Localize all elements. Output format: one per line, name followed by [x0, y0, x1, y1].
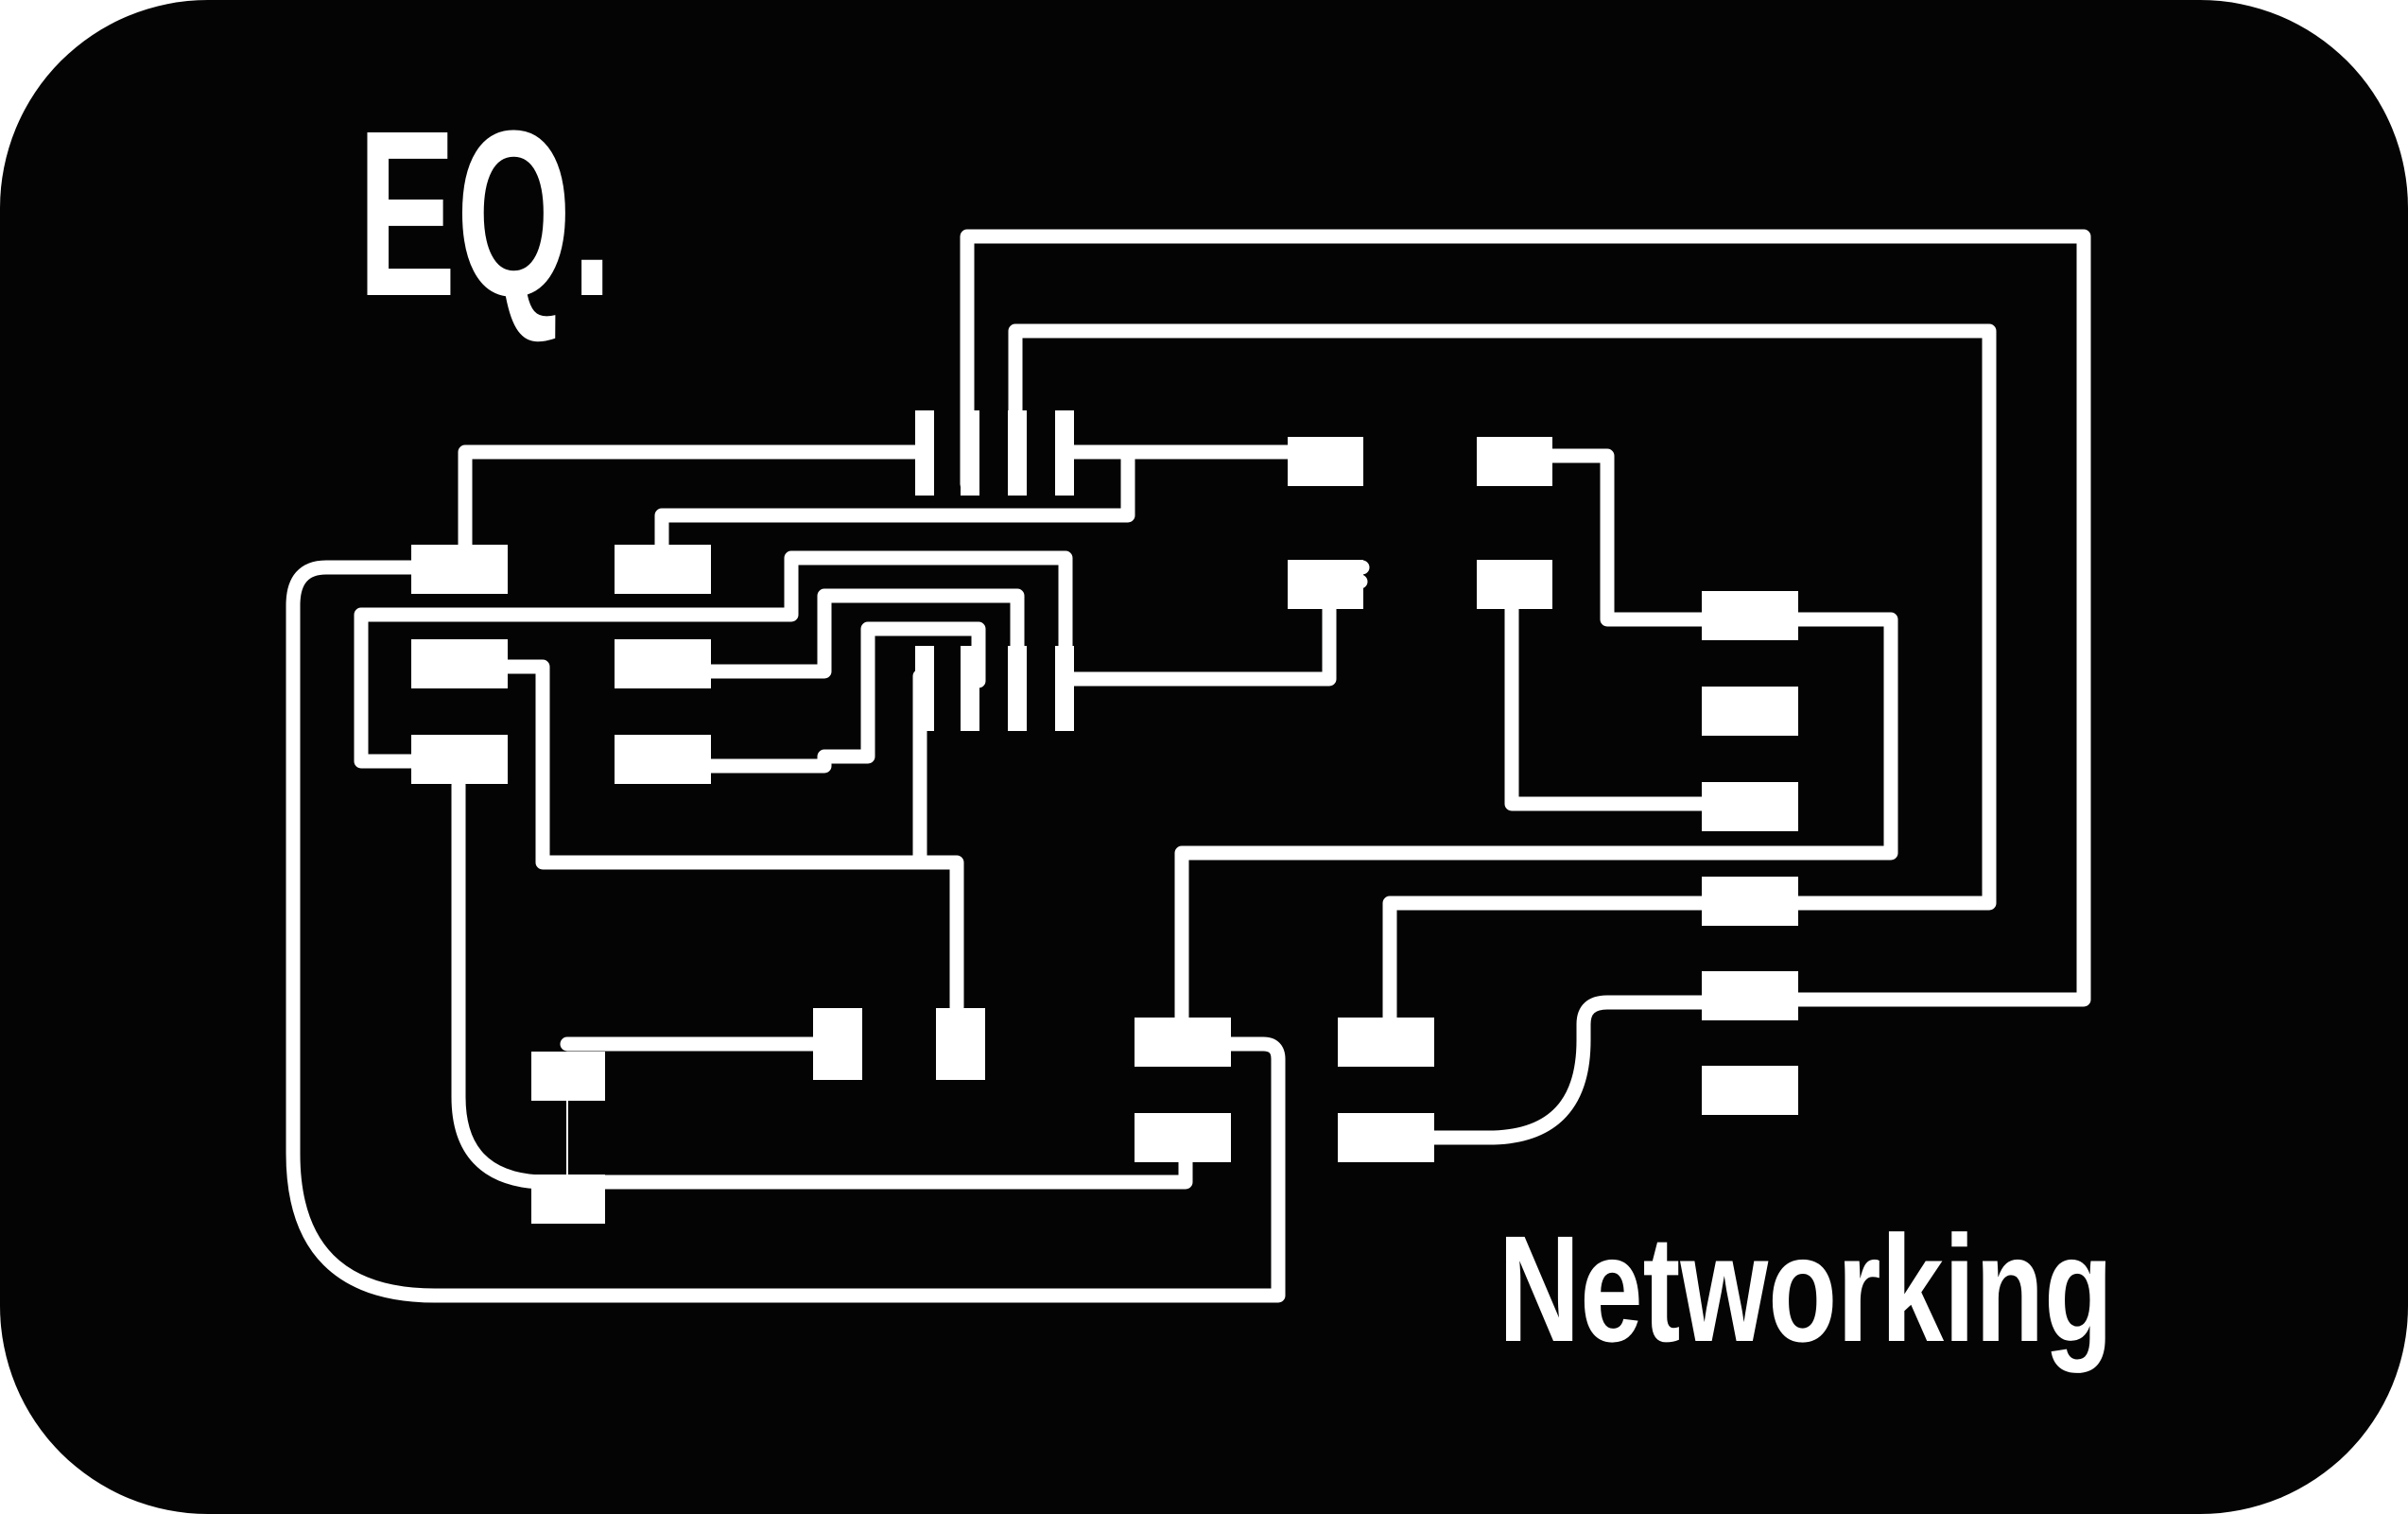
- pad: [961, 410, 979, 496]
- trace: [1425, 995, 1709, 1145]
- pad: [1135, 1018, 1231, 1067]
- pad: [1702, 971, 1798, 1020]
- pad: [1702, 687, 1798, 736]
- pad: [1702, 1066, 1798, 1115]
- pad: [531, 1052, 605, 1101]
- pad: [615, 735, 711, 784]
- pad: [813, 1008, 862, 1080]
- trace: [286, 560, 1286, 1303]
- trace: [960, 229, 2091, 1007]
- pad: [936, 1008, 985, 1080]
- pad: [411, 735, 508, 784]
- trace: [354, 550, 1073, 769]
- trace: [1382, 896, 1709, 1029]
- pad: [1702, 591, 1798, 640]
- pad: [915, 410, 934, 496]
- board-title: EQ.: [357, 81, 613, 345]
- trace: [1174, 612, 1898, 1029]
- pad: [1338, 1018, 1434, 1067]
- trace: [1544, 448, 1709, 627]
- trace: [702, 588, 1025, 684]
- trace: [458, 444, 927, 554]
- pad: [1135, 1113, 1231, 1162]
- traces: [286, 229, 2091, 1303]
- pad: [1055, 410, 1074, 496]
- trace: [1504, 574, 1709, 811]
- pad: [1702, 782, 1798, 831]
- board-subtitle: Networking: [1499, 1204, 2113, 1373]
- trace: [702, 621, 986, 774]
- pad: [615, 639, 711, 688]
- pad: [1288, 560, 1363, 609]
- trace: [912, 669, 964, 1015]
- trace: [498, 659, 927, 870]
- pad: [1288, 437, 1363, 486]
- pad: [1008, 410, 1027, 496]
- pad: [961, 646, 979, 731]
- pad: [1055, 646, 1074, 731]
- pad: [1477, 437, 1552, 486]
- pad: [915, 646, 934, 731]
- pad: [1008, 646, 1027, 731]
- pad: [1338, 1113, 1434, 1162]
- pad: [1702, 877, 1798, 926]
- pads: [411, 410, 1798, 1224]
- pad: [531, 1175, 605, 1224]
- trace: [654, 444, 1135, 554]
- pad: [615, 545, 711, 594]
- pad: [411, 639, 508, 688]
- trace: [1008, 323, 1997, 911]
- pad: [411, 545, 508, 594]
- pad: [1477, 560, 1552, 609]
